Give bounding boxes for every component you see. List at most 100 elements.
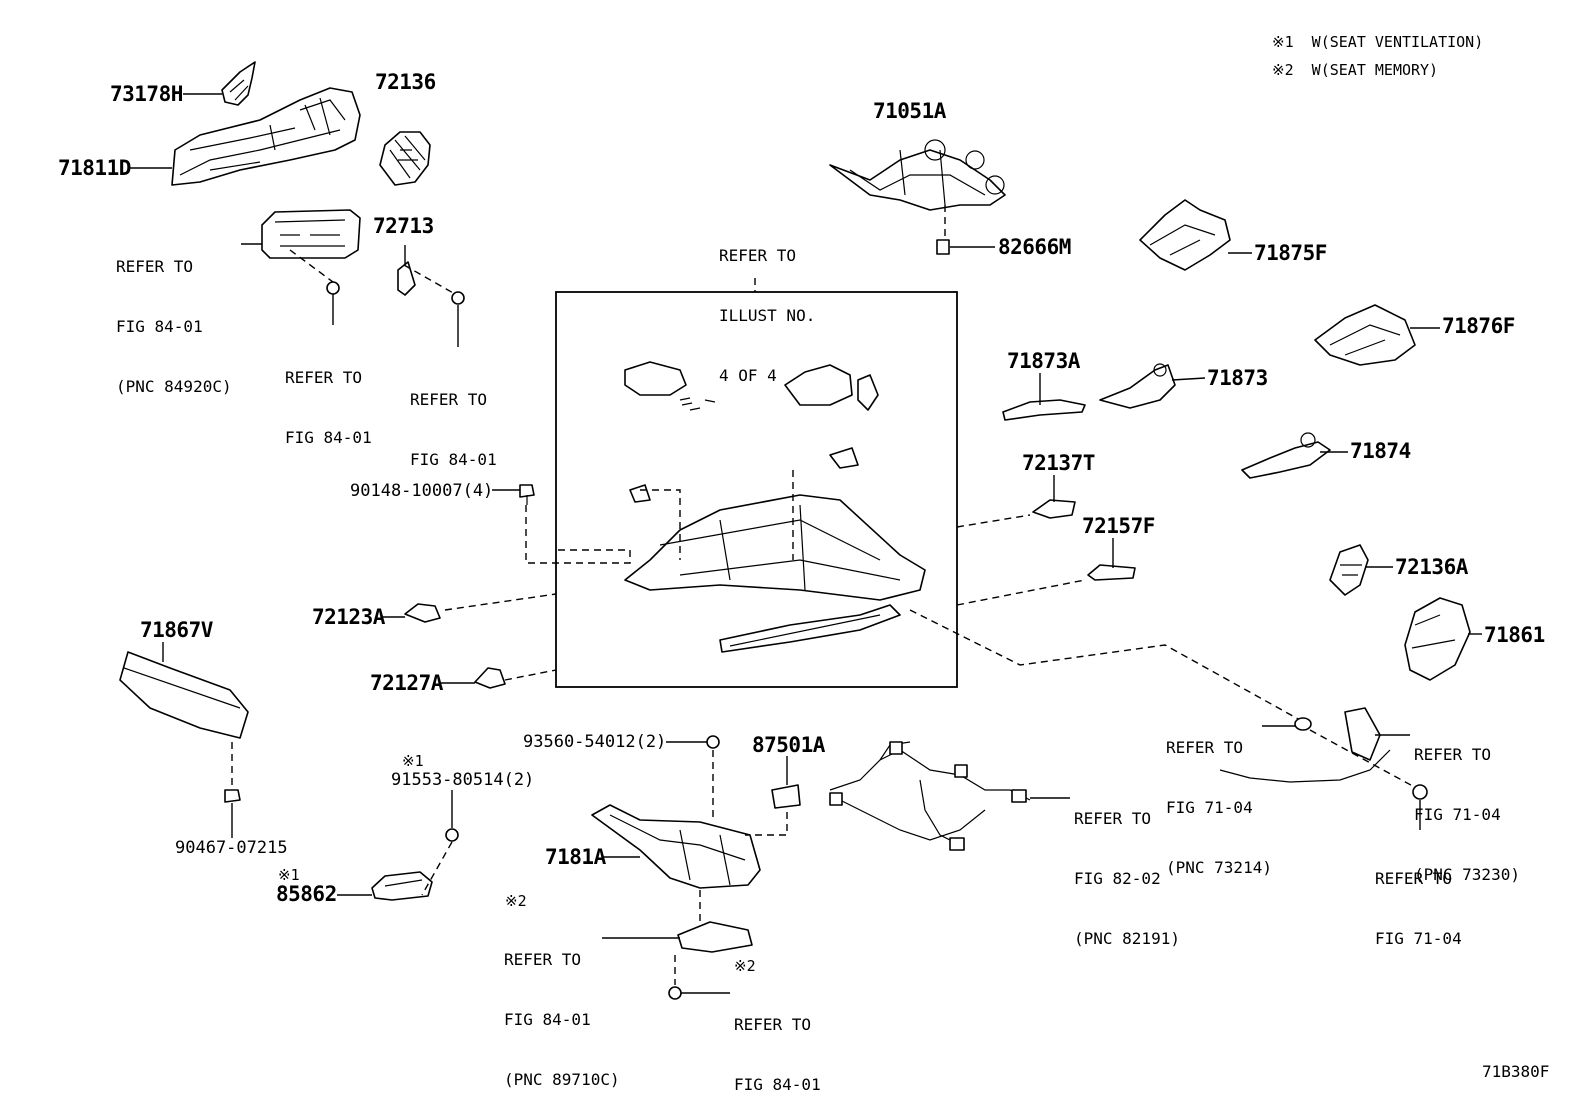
part-label-90148-10007[interactable]: 90148-10007(4)	[350, 481, 494, 501]
refer-line: (PNC 82191)	[1074, 929, 1180, 948]
refer-line: REFER TO	[719, 246, 797, 265]
cover-71874-drawing	[1241, 432, 1331, 479]
refer-line: REFER TO	[116, 257, 194, 276]
wire-harness-82191-drawing	[829, 741, 1031, 851]
part-label-87501a[interactable]: 87501A	[752, 733, 825, 757]
seat-track-assembly-box	[555, 291, 958, 688]
refer-line: FIG 84-01	[410, 450, 497, 469]
refer-block-fig-84-01-b[interactable]: REFER TO FIG 84-01	[410, 350, 497, 490]
part-label-72136a[interactable]: 72136A	[1395, 555, 1468, 579]
refer-line: (PNC 73230)	[1414, 865, 1520, 884]
cover-71875f-drawing	[1139, 199, 1231, 271]
switch-panel-drawing	[261, 209, 361, 259]
fan-85862-drawing	[371, 871, 433, 901]
cover-71867v-drawing	[119, 651, 249, 739]
part-label-71876f[interactable]: 71876F	[1442, 314, 1515, 338]
refer-line: REFER TO	[1166, 738, 1244, 757]
refer-line: FIG 84-01	[734, 1075, 821, 1094]
refer-block-fig-84-01-c[interactable]: REFER TO FIG 84-01	[734, 975, 821, 1099]
part-label-73178h[interactable]: 73178H	[110, 82, 183, 106]
clip-72157f-drawing	[1087, 564, 1136, 581]
bracket-7181a-drawing	[591, 804, 761, 889]
refer-line: FIG 84-01	[504, 1010, 591, 1029]
refer-line: REFER TO	[285, 368, 363, 387]
part-label-91553-80514[interactable]: 91553-80514(2)	[391, 770, 535, 790]
note-mark-2-screw: ※2	[734, 957, 756, 975]
bracket-73178h-drawing	[221, 61, 256, 106]
refer-line: (PNC 84920C)	[116, 377, 232, 396]
cover-72127a-drawing	[474, 667, 506, 689]
part-label-90467-07215[interactable]: 90467-07215	[175, 838, 288, 858]
refer-block-pnc-82191[interactable]: REFER TO FIG 82-02 (PNC 82191)	[1074, 769, 1180, 969]
refer-line: (PNC 73214)	[1166, 858, 1272, 877]
refer-line: FIG 71-04	[1414, 805, 1501, 824]
part-label-71873[interactable]: 71873	[1207, 366, 1268, 390]
cover-71861-drawing	[1404, 597, 1471, 681]
refer-line: REFER TO	[504, 950, 582, 969]
part-label-82666m[interactable]: 82666M	[998, 235, 1071, 259]
refer-block-pnc-73214[interactable]: REFER TO FIG 71-04 (PNC 73214)	[1166, 698, 1272, 898]
knob-72136a-drawing	[1329, 544, 1369, 596]
part-label-71811d[interactable]: 71811D	[58, 156, 131, 180]
part-label-71861[interactable]: 71861	[1484, 623, 1545, 647]
note-mark-2-ecu: ※2	[505, 892, 527, 910]
cover-72123a-drawing	[404, 603, 441, 623]
part-label-72127a[interactable]: 72127A	[370, 671, 443, 695]
part-label-85862[interactable]: 85862	[276, 882, 337, 906]
refer-line: REFER TO	[1074, 809, 1152, 828]
cover-71873-drawing	[1099, 363, 1176, 409]
part-label-72136[interactable]: 72136	[375, 70, 436, 94]
bolt-90148-drawing	[519, 484, 535, 505]
part-label-72713[interactable]: 72713	[373, 214, 434, 238]
seal-73214-drawing	[1294, 717, 1312, 731]
refer-line: FIG 84-01	[285, 428, 372, 447]
cable-73230-drawing	[1219, 707, 1428, 800]
module-87501a-drawing	[771, 784, 801, 809]
refer-line: 4 OF 4	[719, 366, 777, 385]
refer-block-illust-4-of-4[interactable]: REFER TO ILLUST NO. 4 OF 4	[719, 206, 815, 406]
refer-line: FIG 71-04	[1166, 798, 1253, 817]
refer-block-pnc-84920c[interactable]: REFER TO FIG 84-01 (PNC 84920C)	[116, 217, 232, 417]
part-label-72123a[interactable]: 72123A	[312, 605, 385, 629]
refer-line: REFER TO	[1375, 869, 1453, 888]
screw-91553-drawing	[445, 828, 459, 842]
part-label-93560-54012[interactable]: 93560-54012(2)	[523, 732, 667, 752]
refer-block-fig-71-04[interactable]: REFER TO FIG 71-04	[1375, 829, 1462, 969]
refer-block-pnc-89710c[interactable]: REFER TO FIG 84-01 (PNC 89710C)	[504, 910, 620, 1099]
note-mark-1-screw: ※1	[402, 752, 424, 770]
clip-90467-drawing	[224, 789, 241, 838]
leader-lines	[130, 93, 1482, 994]
refer-line: FIG 71-04	[1375, 929, 1462, 948]
refer-line: (PNC 89710C)	[504, 1070, 620, 1089]
refer-block-fig-84-01-a[interactable]: REFER TO FIG 84-01	[285, 328, 372, 468]
part-label-71051a[interactable]: 71051A	[873, 99, 946, 123]
part-label-72157f[interactable]: 72157F	[1082, 514, 1155, 538]
note-mark-1-fan: ※1	[278, 866, 300, 884]
part-label-7181a[interactable]: 7181A	[545, 845, 606, 869]
refer-line: FIG 82-02	[1074, 869, 1161, 888]
legend-note-seat-memory: ※2 W(SEAT MEMORY)	[1272, 61, 1439, 79]
knob-72136-drawing	[379, 131, 431, 186]
cover-71876f-drawing	[1314, 304, 1416, 366]
screw-ecu-drawing	[668, 986, 682, 1000]
part-label-71874[interactable]: 71874	[1350, 439, 1411, 463]
screws-switch-panel-drawing	[326, 261, 465, 305]
spring-frame-71051a-drawing	[829, 139, 1006, 255]
seat-track-assembly-drawing	[624, 361, 926, 653]
part-label-71875f[interactable]: 71875F	[1254, 241, 1327, 265]
part-label-72137t[interactable]: 72137T	[1022, 451, 1095, 475]
legend-note-seat-ventilation: ※1 W(SEAT VENTILATION)	[1272, 33, 1484, 51]
part-label-71873a[interactable]: 71873A	[1007, 349, 1080, 373]
ecu-89710c-drawing	[677, 921, 753, 953]
part-label-71867v[interactable]: 71867V	[140, 618, 213, 642]
refer-block-pnc-73230[interactable]: REFER TO FIG 71-04 (PNC 73230)	[1414, 705, 1520, 905]
screw-93560-drawing	[706, 735, 720, 749]
figure-code: 71B380F	[1482, 1062, 1550, 1081]
refer-line: REFER TO	[1414, 745, 1492, 764]
clip-72137t-drawing	[1032, 499, 1076, 519]
refer-line: REFER TO	[410, 390, 488, 409]
refer-line: REFER TO	[734, 1015, 812, 1034]
seat-side-cover-71811d-drawing	[171, 87, 361, 186]
